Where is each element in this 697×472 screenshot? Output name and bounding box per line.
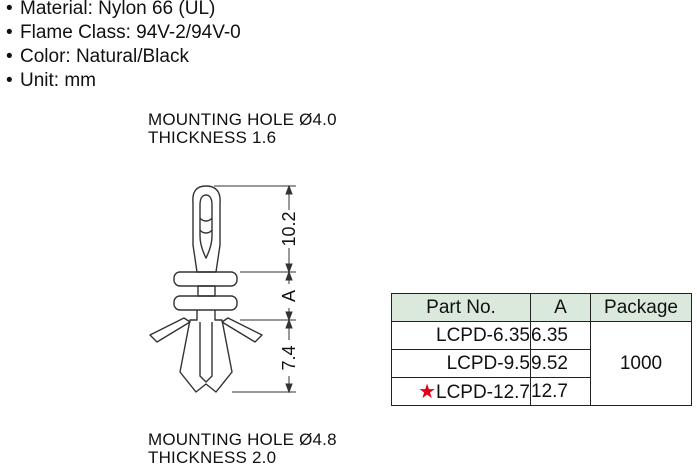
mounting-hole-label: MOUNTING HOLE Ø4.0 — [148, 110, 337, 129]
mounting-hole-label: MOUNTING HOLE Ø4.8 — [148, 430, 337, 449]
upper-flange — [173, 271, 238, 287]
dimension-a: 6.35 — [530, 321, 591, 350]
spec-item: •Flame Class: 94V-2/94V-0 — [6, 22, 241, 43]
mounting-spec-top: MOUNTING HOLE Ø4.0 THICKNESS 1.6 — [148, 111, 337, 147]
upper-arrow-outline — [192, 185, 221, 273]
part-number: LCPD-9.5 — [391, 349, 531, 378]
spec-item: •Unit: mm — [6, 70, 96, 91]
right-wing — [221, 317, 263, 343]
spacer-support-drawing: 10.2 A 7.4 — [149, 184, 299, 394]
star-icon: ★ — [418, 381, 436, 403]
table-row: LCPD-9.5 9.52 — [391, 349, 692, 378]
dim-label-lower: 7.4 — [279, 345, 299, 370]
dim-label-a: A — [279, 290, 299, 302]
dimension-a: 12.7 — [530, 377, 591, 406]
spec-item: •Color: Natural/Black — [6, 46, 189, 67]
lower-flange — [173, 295, 238, 311]
header-part-no: Part No. — [391, 293, 531, 322]
thickness-label: THICKNESS 2.0 — [148, 448, 277, 467]
parts-table: Part No. A Package LCPD-6.35 6.35 1000 L… — [391, 293, 692, 406]
dimension-a: 9.52 — [530, 349, 591, 378]
lower-body — [179, 310, 233, 393]
mounting-spec-bottom: MOUNTING HOLE Ø4.8 THICKNESS 2.0 — [148, 431, 337, 467]
header-package: Package — [590, 293, 692, 322]
spec-item: •Material: Nylon 66 (UL) — [6, 0, 216, 19]
table-row: ★LCPD-12.7 12.7 — [391, 377, 692, 406]
dim-label-upper: 10.2 — [279, 211, 299, 246]
header-a: A — [530, 293, 591, 322]
left-wing — [149, 317, 191, 343]
spec-list: •Material: Nylon 66 (UL) •Flame Class: 9… — [6, 0, 241, 93]
package-quantity: 1000 — [590, 321, 692, 406]
part-number: LCPD-6.35 — [391, 321, 531, 350]
table-header-row: Part No. A Package — [391, 293, 692, 322]
upper-slot — [199, 194, 213, 259]
thickness-label: THICKNESS 1.6 — [148, 128, 277, 147]
part-number-featured: ★LCPD-12.7 — [391, 377, 531, 406]
table-row: LCPD-6.35 6.35 1000 — [391, 321, 692, 406]
